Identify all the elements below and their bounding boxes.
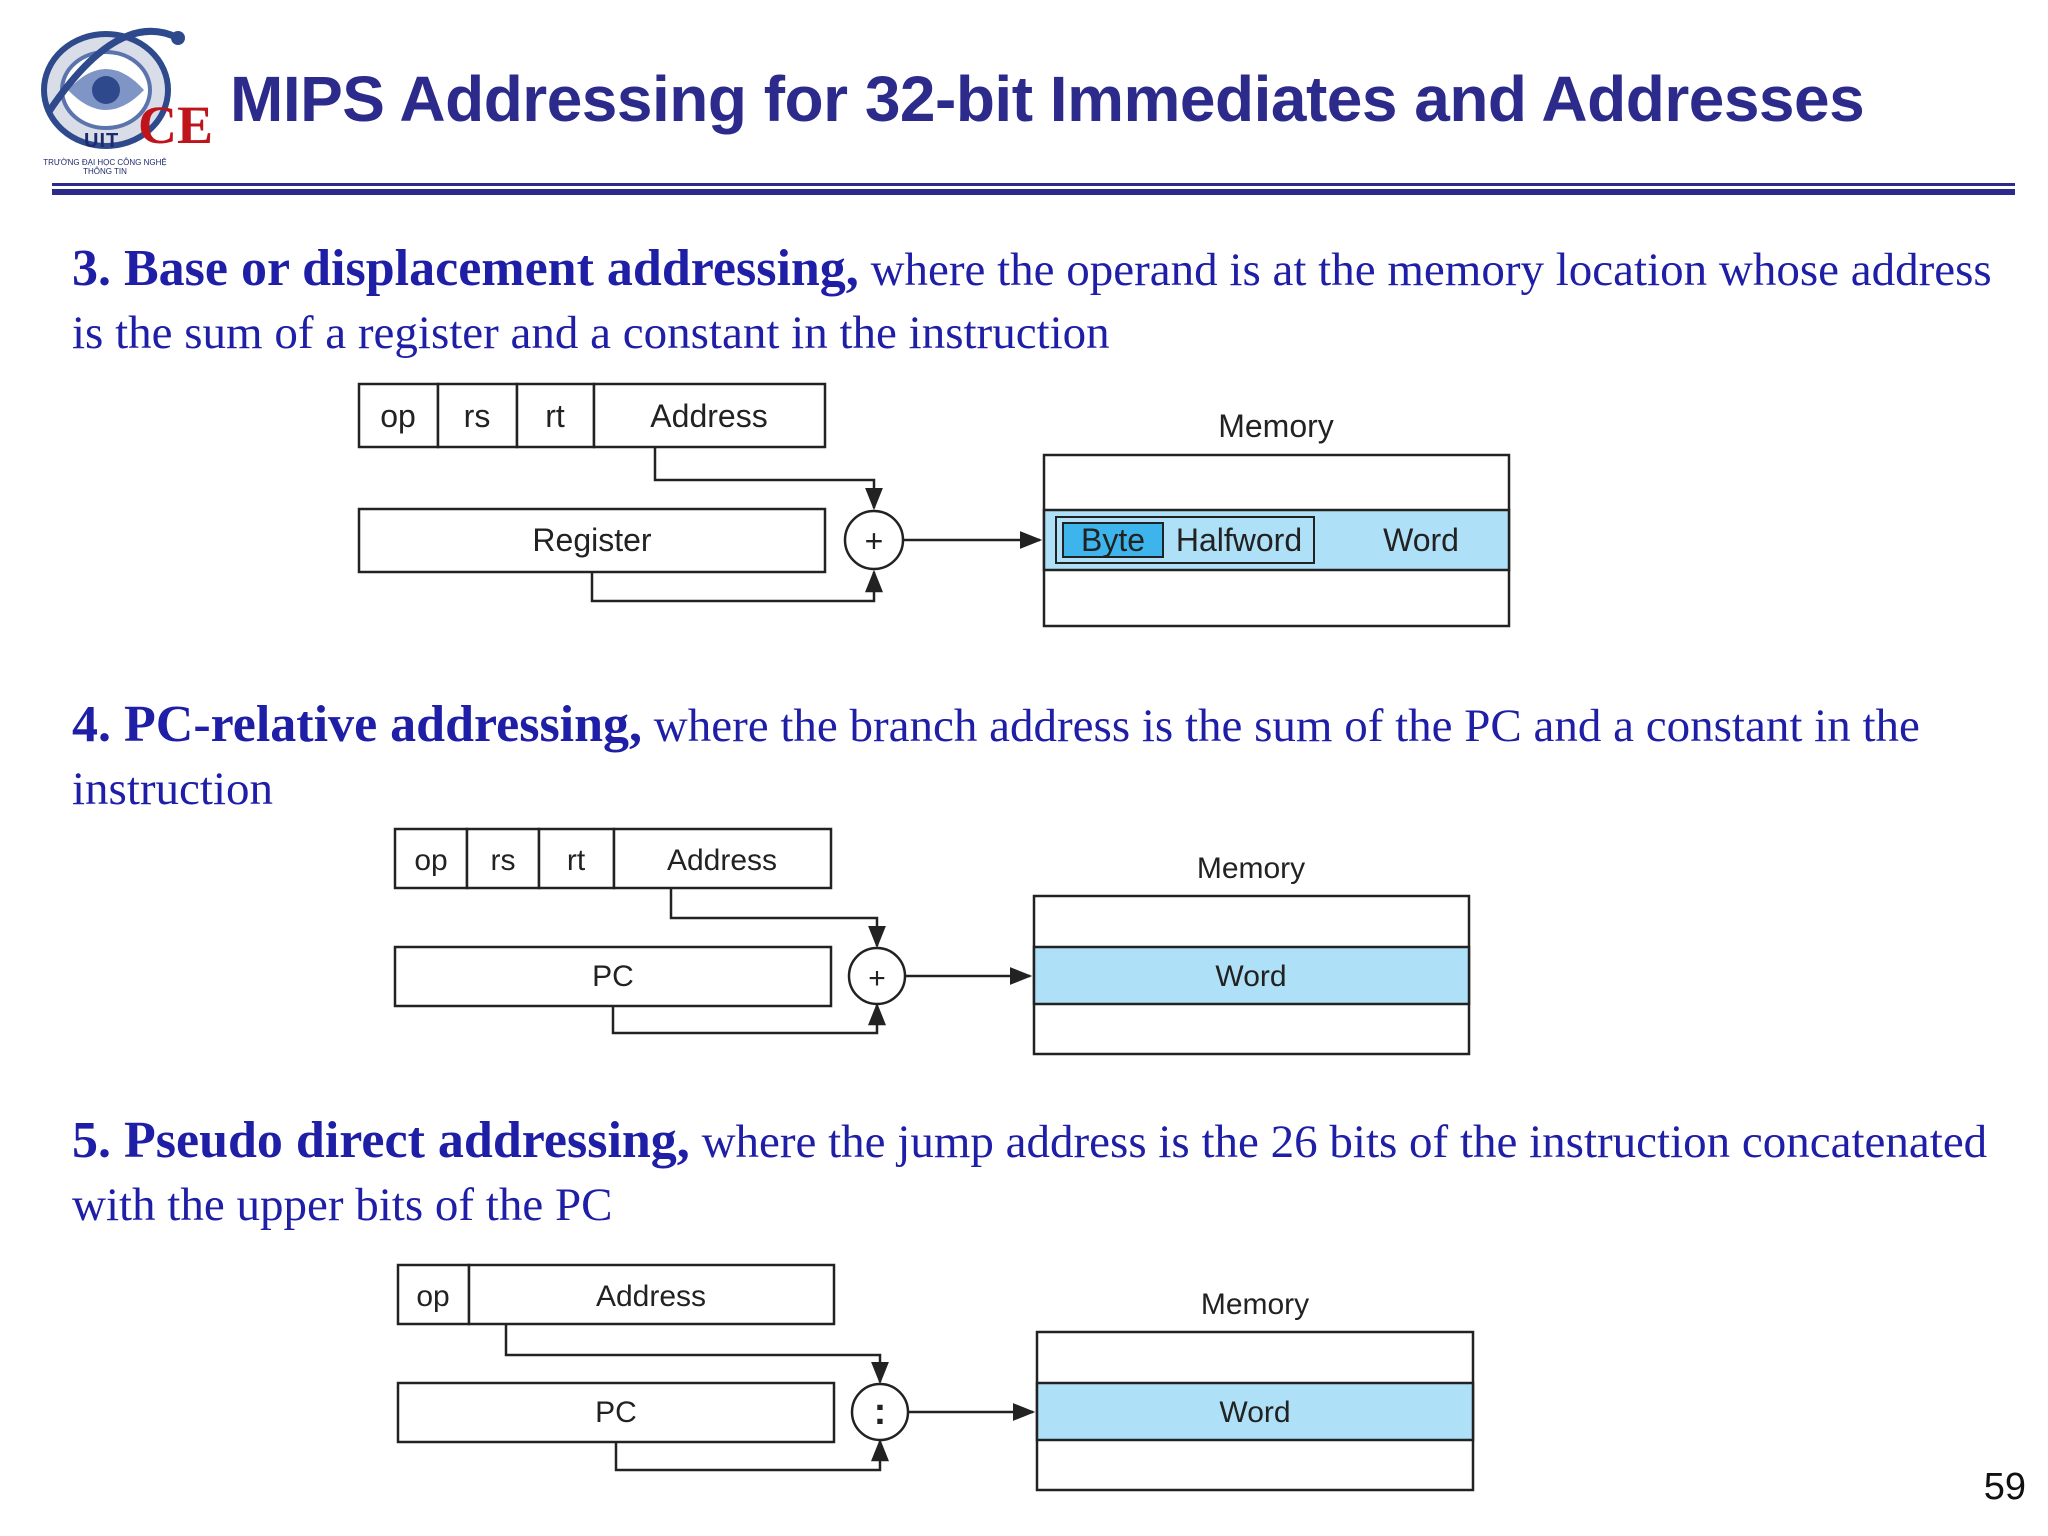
- memory-word-label: Word: [1219, 1396, 1290, 1429]
- memory-halfword-label: Halfword: [1176, 522, 1302, 558]
- field-rt-label: rt: [567, 844, 586, 877]
- memory-byte-cell: [1062, 522, 1164, 558]
- section-lead: 4. PC-relative addressing,: [72, 696, 643, 753]
- register-box: [357, 507, 827, 574]
- logo-ce-text: CE: [138, 95, 214, 155]
- field-rt-label: rt: [545, 398, 565, 434]
- instruction-field-address: [612, 827, 833, 890]
- memory-title: Memory: [1218, 408, 1334, 444]
- pc-relative-addressing-diagram: op rs rt Address PC + Memory Word: [393, 827, 1471, 1056]
- section-lead: 5. Pseudo direct addressing,: [72, 1112, 690, 1169]
- pseudo-direct-addressing-diagram: op Address PC : Memory Word: [396, 1263, 1475, 1492]
- instruction-field-address: [592, 382, 827, 449]
- instruction-field-rt: [537, 827, 616, 890]
- adder-operator: +: [865, 523, 884, 559]
- pc-label: PC: [595, 1396, 637, 1429]
- memory-word-row: [1032, 945, 1471, 1006]
- university-logo: [41, 27, 185, 149]
- adder-operator: +: [868, 962, 886, 995]
- instruction-field-address: [467, 1263, 836, 1326]
- instruction-field-rs: [436, 382, 519, 449]
- base-addressing-diagram: op rs rt Address Register + Memory Byte …: [357, 382, 1511, 628]
- field-address-label: Address: [667, 844, 777, 877]
- logo-subtitle: TRƯỜNG ĐẠI HỌC CÔNG NGHỆ THÔNG TIN: [43, 158, 167, 176]
- field-op-label: op: [414, 844, 447, 877]
- slide-title: MIPS Addressing for 32-bit Immediates an…: [230, 63, 1865, 135]
- memory-title: Memory: [1197, 852, 1305, 885]
- field-op-label: op: [416, 1280, 449, 1313]
- pc-label: PC: [592, 960, 634, 993]
- memory-word-label: Word: [1383, 522, 1459, 558]
- register-label: Register: [532, 522, 652, 558]
- memory-byte-label: Byte: [1081, 522, 1145, 558]
- memory-title: Memory: [1201, 1288, 1309, 1321]
- field-rs-label: rs: [464, 398, 491, 434]
- title-rule-thick: [52, 189, 2015, 195]
- section-description: where the jump address is the 26 bits of…: [72, 1116, 1988, 1231]
- instruction-field-rs: [465, 827, 541, 890]
- memory-word-label: Word: [1215, 960, 1286, 993]
- field-address-label: Address: [650, 398, 767, 434]
- section-description: where the operand is at the memory locat…: [72, 244, 1992, 359]
- section-description: where the branch address is the sum of t…: [72, 700, 1920, 815]
- concatenate-operator: :: [874, 1391, 887, 1433]
- page-number: 59: [1983, 1466, 2026, 1508]
- instruction-field-op: [393, 827, 469, 890]
- section-base-addressing: 3. Base or displacement addressing, wher…: [72, 237, 1992, 365]
- section-lead: 3. Base or displacement addressing,: [72, 240, 859, 297]
- pc-register-box: [396, 1381, 836, 1444]
- section-pc-relative-addressing: 4. PC-relative addressing, where the bra…: [72, 693, 1992, 821]
- section-pseudo-direct-addressing: 5. Pseudo direct addressing, where the j…: [72, 1109, 1992, 1237]
- field-op-label: op: [380, 398, 416, 434]
- logo-uit-text: UIT: [84, 130, 120, 152]
- title-rule: [52, 183, 2015, 186]
- memory-word-row: [1035, 1381, 1475, 1442]
- field-address-label: Address: [596, 1280, 706, 1313]
- field-rs-label: rs: [491, 844, 516, 877]
